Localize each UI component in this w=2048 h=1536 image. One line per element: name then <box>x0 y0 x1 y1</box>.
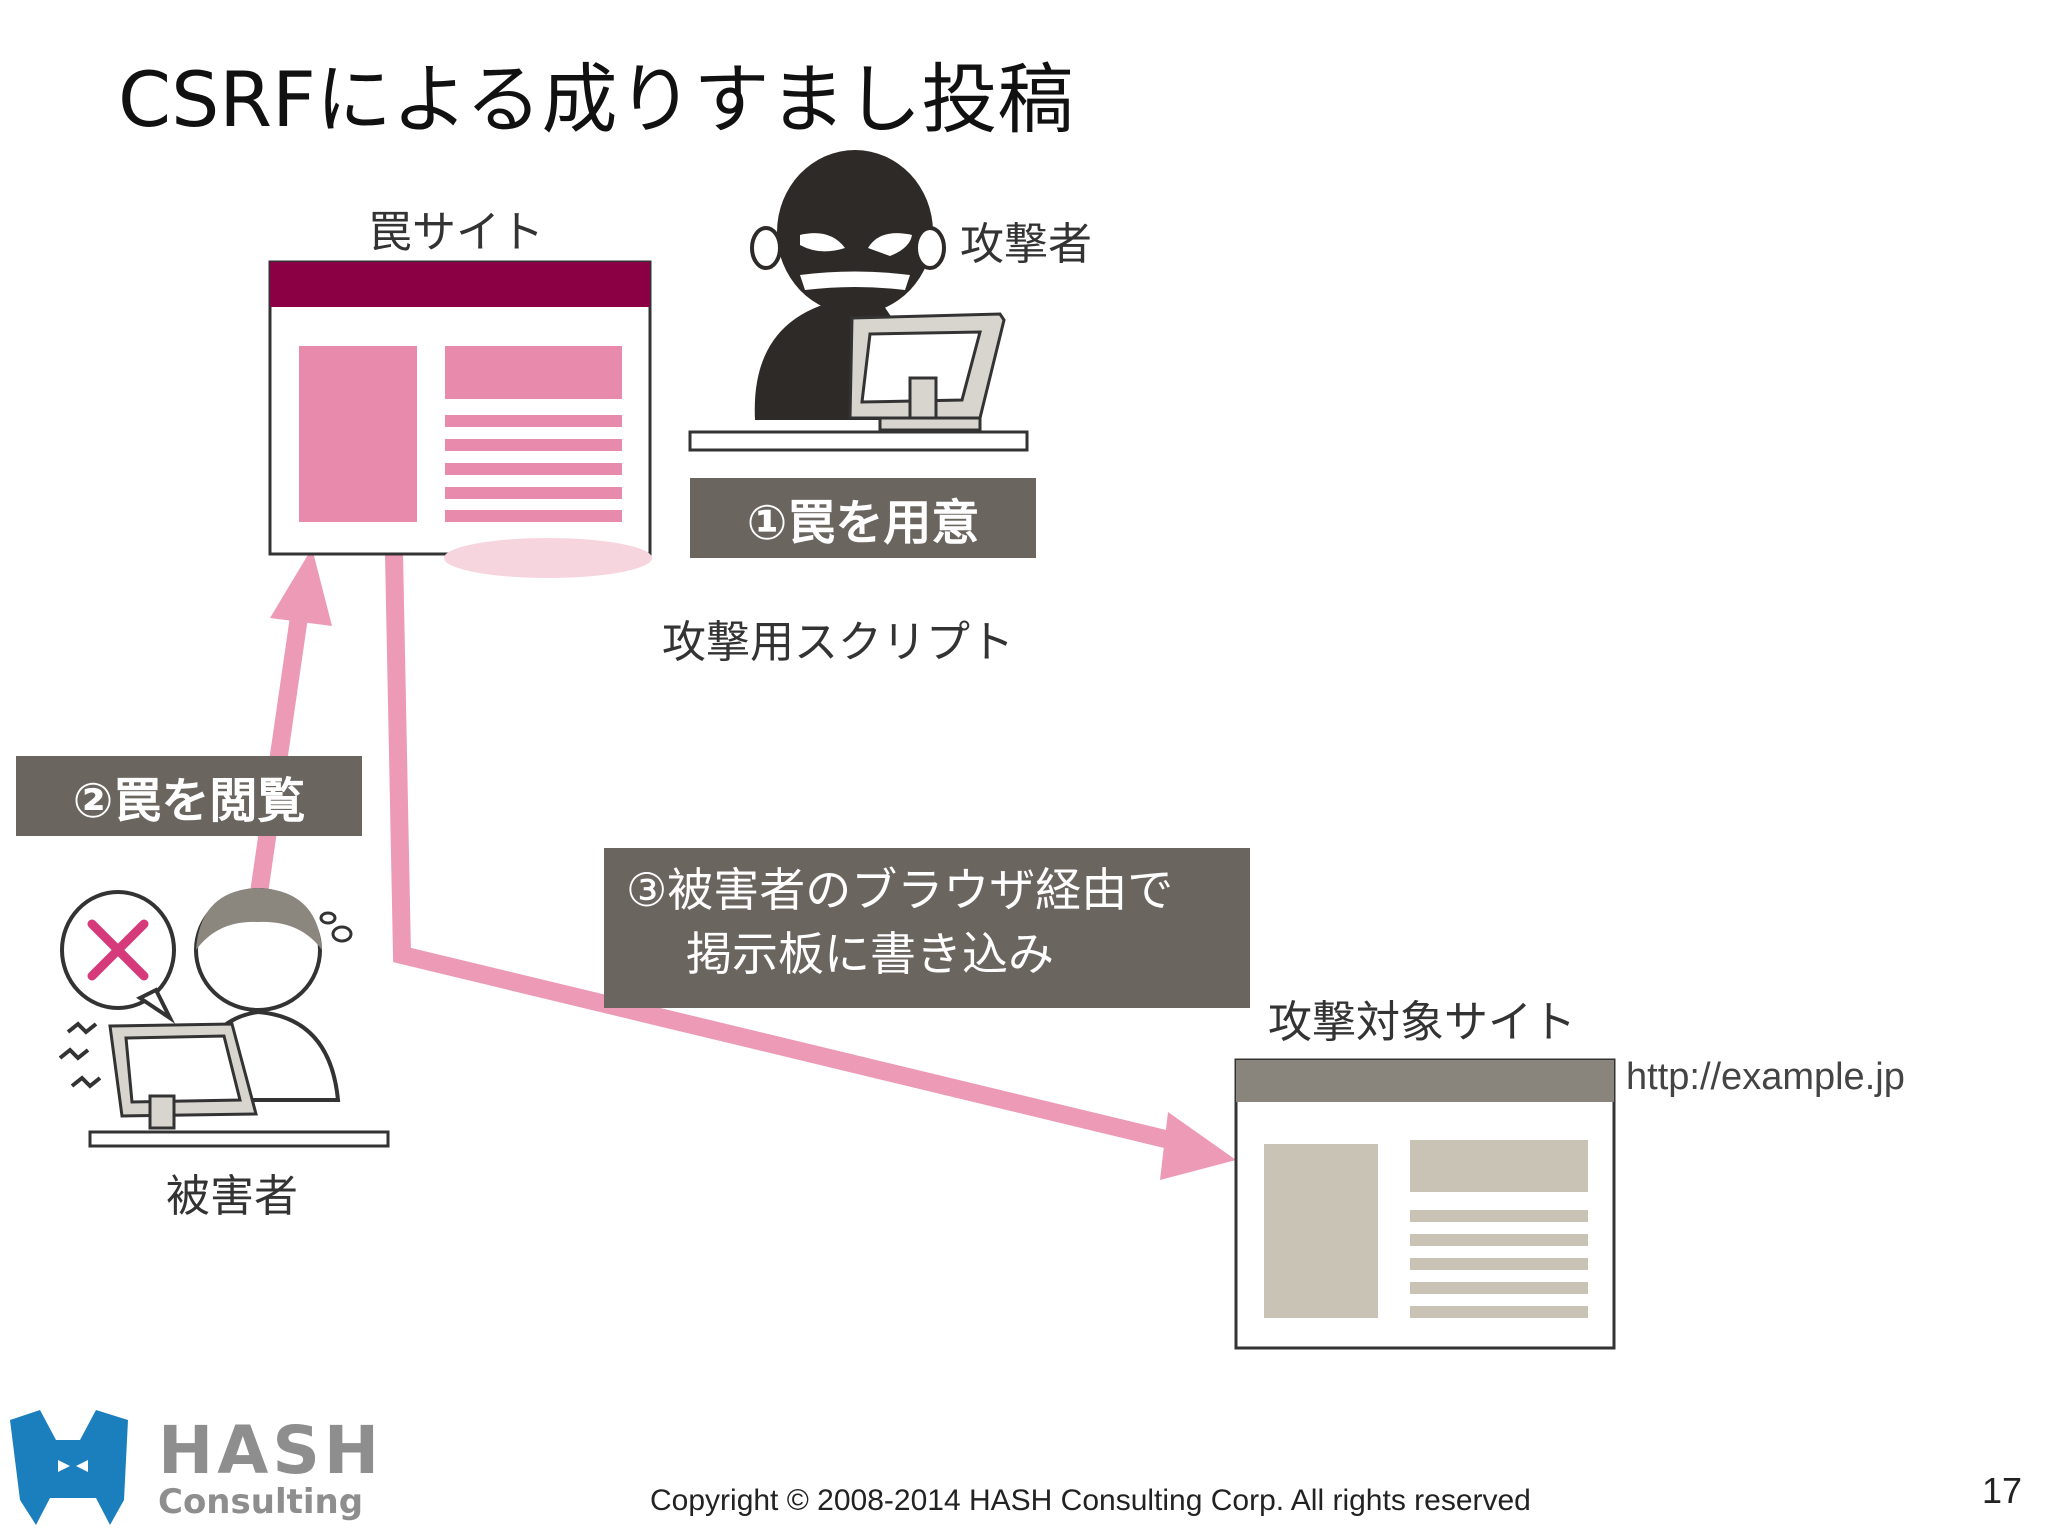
victim-label: 被害者 <box>166 1171 298 1222</box>
trap-site-window <box>268 260 652 556</box>
target-site-label: 攻撃対象サイト <box>1268 997 1576 1048</box>
page-number: 17 <box>1982 1470 2023 1511</box>
copyright: Copyright © 2008-2014 HASH Consulting Co… <box>650 1484 1531 1517</box>
step2-box: ②罠を閲覧 <box>16 756 362 836</box>
step3-line2: 掲示板に書き込み <box>686 927 1054 981</box>
trap-site-label: 罠サイト <box>368 207 544 258</box>
victim-icon <box>58 888 390 1148</box>
step3-line1: ③被害者のブラウザ経由で <box>626 863 1174 917</box>
attack-script-blob <box>444 538 652 578</box>
target-site-window <box>1234 1058 1616 1350</box>
hash-logo-emblem <box>10 1410 128 1525</box>
target-url: http://example.jp <box>1626 1056 1905 1098</box>
logo-subtext: Consulting <box>158 1482 364 1522</box>
cross-icon <box>87 919 149 981</box>
slide-title: CSRFによる成りすまし投稿 <box>118 55 1074 144</box>
attacker-icon <box>688 150 1029 452</box>
arrow-browse-trap <box>249 548 332 902</box>
logo-wordmark: HASH <box>158 1412 384 1489</box>
step1-box: ①罠を用意 <box>690 478 1036 558</box>
attack-script-label: 攻撃用スクリプト <box>662 617 1014 668</box>
step3-box: ③被害者のブラウザ経由で 掲示板に書き込み <box>604 848 1250 1008</box>
attacker-label: 攻撃者 <box>960 219 1092 270</box>
arrow-post-target <box>385 552 1236 1180</box>
